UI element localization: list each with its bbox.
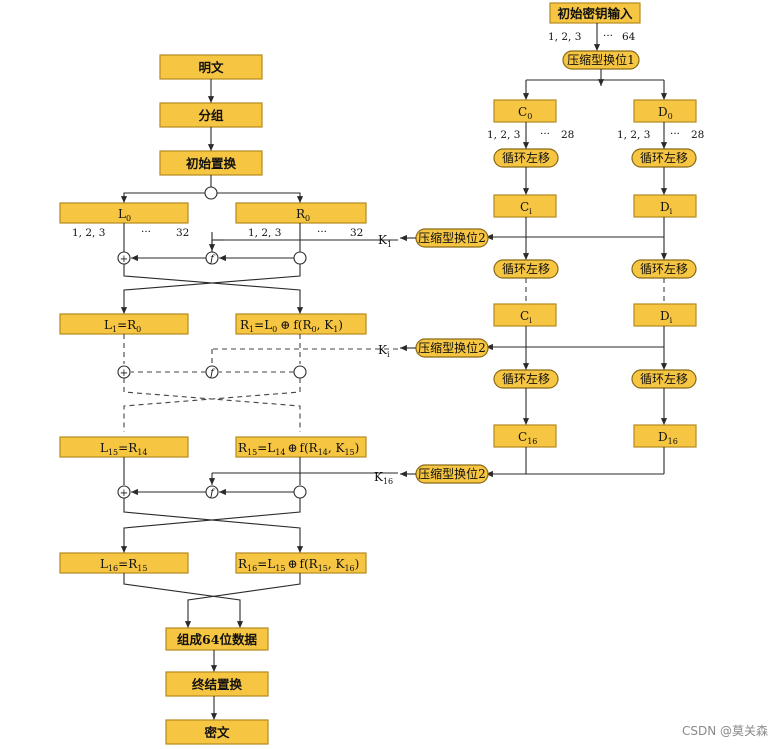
pc2-block-1: 压缩型换位2 <box>415 228 489 248</box>
L0-bit-index: 1, 2, 3 <box>72 227 105 239</box>
key-input-block: 初始密钥输入 <box>549 2 641 24</box>
plaintext-label: 明文 <box>198 60 224 75</box>
R16-label: R16=L15⊕f(R15, K16) <box>238 557 359 573</box>
K16-label: K16 <box>374 470 393 486</box>
pc2-block-i: 压缩型换位2 <box>415 338 489 358</box>
R16-block: R16=L15⊕f(R15, K16) <box>235 552 367 574</box>
key-dots: ··· <box>603 30 613 42</box>
final-permutation-label: 终结置换 <box>192 677 243 692</box>
f-symbol-i: f <box>209 368 216 379</box>
pc2-label-i: 压缩型换位2 <box>418 340 486 355</box>
key-bit-index: 1, 2, 3 <box>548 31 581 43</box>
L16-label: L16=R15 <box>100 557 147 573</box>
ciphertext-block: 密文 <box>165 719 269 745</box>
branch-node-16 <box>293 485 307 499</box>
C0-bit-28: 28 <box>561 129 574 141</box>
L16-block: L16=R15 <box>59 552 189 574</box>
grouping-label: 分组 <box>198 108 224 123</box>
shift-d-1: 循环左移 <box>631 148 697 168</box>
branch-node-i <box>293 365 307 379</box>
C16-label: C16 <box>518 430 537 446</box>
C16-block: C16 <box>493 424 557 448</box>
xor-symbol-1: + <box>120 254 128 265</box>
D1-label: Di <box>660 200 673 216</box>
key-input-label: 初始密钥输入 <box>557 6 633 21</box>
L0-label: L0 <box>118 207 131 223</box>
pc2-block-16: 压缩型换位2 <box>415 464 489 484</box>
R0-bit-32: 32 <box>350 227 363 239</box>
R15-block: R15=L14⊕f(R14, K15) <box>235 436 367 458</box>
C1-label: Ci <box>520 200 532 216</box>
shift-c-3-label: 循环左移 <box>502 371 550 386</box>
C0-label: C0 <box>518 105 532 121</box>
Di-label: Di <box>660 309 673 325</box>
D16-label: D16 <box>658 430 678 446</box>
R0-block: R0 <box>235 202 367 224</box>
R1-label: R1=L0⊕f(R0, K1) <box>240 318 343 334</box>
shift-c-1-label: 循环左移 <box>502 150 550 165</box>
Ci-label: Ci <box>520 309 532 325</box>
D0-block: D0 <box>633 99 697 123</box>
watermark: CSDN @莫关森 <box>681 724 768 738</box>
L1-block: L1=R0 <box>59 313 189 335</box>
Di-block: Di <box>633 303 697 327</box>
shift-c-3: 循环左移 <box>493 369 559 389</box>
L0-block: L0 <box>59 202 189 224</box>
Ki-label: Ki <box>378 343 390 359</box>
shift-d-3: 循环左移 <box>631 369 697 389</box>
shift-c-2: 循环左移 <box>493 259 559 279</box>
D0-bit-index: 1, 2, 3 <box>617 129 650 141</box>
pc2-label-1: 压缩型换位2 <box>418 230 486 245</box>
shift-d-2: 循环左移 <box>631 259 697 279</box>
D0-label: D0 <box>658 105 673 121</box>
shift-d-3-label: 循环左移 <box>640 371 688 386</box>
xor-symbol-i: + <box>120 368 128 379</box>
D0-dots: ··· <box>670 128 680 140</box>
R0-dots: ··· <box>317 226 327 238</box>
C1-block: Ci <box>493 194 557 218</box>
split-node <box>204 186 218 200</box>
combine-64-block: 组成64位数据 <box>165 627 269 651</box>
R0-bit-index: 1, 2, 3 <box>248 227 281 239</box>
pc1-block: 压缩型换位1 <box>562 50 640 70</box>
C0-dots: ··· <box>540 128 550 140</box>
D0-bit-28: 28 <box>691 129 704 141</box>
shift-d-1-label: 循环左移 <box>640 150 688 165</box>
f-symbol-16: f <box>209 488 216 499</box>
D16-block: D16 <box>633 424 697 448</box>
L15-label: L15=R14 <box>100 441 147 457</box>
key-bit-64: 64 <box>622 31 636 43</box>
initial-permutation-block: 初始置换 <box>159 150 263 176</box>
L0-bit-32: 32 <box>176 227 189 239</box>
ciphertext-label: 密文 <box>203 725 230 740</box>
C0-block: C0 <box>493 99 557 123</box>
shift-c-1: 循环左移 <box>493 148 559 168</box>
combine-64-label: 组成64位数据 <box>177 632 257 647</box>
plaintext-block: 明文 <box>159 54 263 80</box>
pc2-label-16: 压缩型换位2 <box>418 466 486 481</box>
R1-block: R1=L0⊕f(R0, K1) <box>235 313 367 335</box>
grouping-block: 分组 <box>159 102 263 128</box>
f-symbol-1: f <box>209 254 216 265</box>
R15-label: R15=L14⊕f(R14, K15) <box>238 441 359 457</box>
pc1-label: 压缩型换位1 <box>567 52 635 67</box>
L15-block: L15=R14 <box>59 436 189 458</box>
D1-block: Di <box>633 194 697 218</box>
R0-label: R0 <box>296 207 310 223</box>
shift-c-2-label: 循环左移 <box>502 261 550 276</box>
L0-dots: ··· <box>141 226 151 238</box>
final-permutation-block: 终结置换 <box>165 671 269 697</box>
Ci-block: Ci <box>493 303 557 327</box>
K1-label: K1 <box>378 233 392 249</box>
initial-permutation-label: 初始置换 <box>186 156 237 171</box>
branch-node-1 <box>293 251 307 265</box>
L1-label: L1=R0 <box>104 318 141 334</box>
C0-bit-index: 1, 2, 3 <box>487 129 520 141</box>
shift-d-2-label: 循环左移 <box>640 261 688 276</box>
xor-symbol-16: + <box>120 488 128 499</box>
